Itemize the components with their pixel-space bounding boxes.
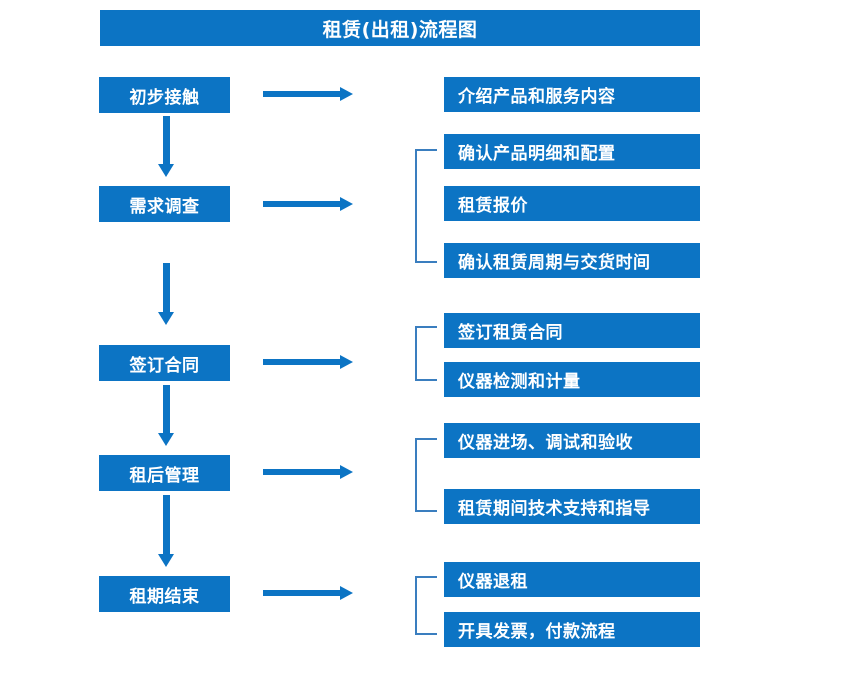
- stage-box-post-rental-management[interactable]: 租后管理: [99, 455, 230, 491]
- detail-box-instrument-inspection-metrology[interactable]: 仪器检测和计量: [444, 362, 700, 397]
- horizontal-arrow-icon-4: [263, 464, 353, 480]
- horizontal-arrow-icon-1: [263, 86, 353, 102]
- arrow-shaft: [163, 385, 170, 433]
- vertical-arrow-icon-2: [158, 263, 174, 325]
- arrow-shaft: [263, 201, 341, 207]
- detail-box-instrument-return[interactable]: 仪器退租: [444, 562, 700, 597]
- vertical-arrow-icon-1: [158, 116, 174, 177]
- stage-box-rental-end[interactable]: 租期结束: [99, 576, 230, 612]
- detail-box-confirm-product-details[interactable]: 确认产品明细和配置: [444, 134, 700, 169]
- arrow-shaft: [163, 495, 170, 554]
- stage-box-sign-contract[interactable]: 签订合同: [99, 345, 230, 381]
- arrow-shaft: [263, 590, 341, 596]
- detail-box-confirm-rental-period-delivery[interactable]: 确认租赁周期与交货时间: [444, 243, 700, 278]
- detail-box-invoice-payment-process[interactable]: 开具发票，付款流程: [444, 612, 700, 647]
- arrow-head: [158, 554, 174, 567]
- vertical-arrow-icon-3: [158, 385, 174, 446]
- arrow-head: [340, 87, 353, 101]
- arrow-shaft: [263, 469, 341, 475]
- stage-box-initial-contact[interactable]: 初步接触: [99, 77, 230, 113]
- stage-box-requirement-survey[interactable]: 需求调查: [99, 186, 230, 222]
- arrow-head: [340, 586, 353, 600]
- arrow-shaft: [163, 116, 170, 164]
- group-bracket-requirement-survey: [415, 149, 437, 263]
- detail-box-technical-support-during-rental[interactable]: 租赁期间技术支持和指导: [444, 489, 700, 524]
- flowchart-title: 租赁(出租)流程图: [100, 10, 700, 46]
- arrow-shaft: [163, 263, 170, 312]
- arrow-head: [340, 355, 353, 369]
- group-bracket-rental-end: [415, 576, 437, 635]
- horizontal-arrow-icon-2: [263, 196, 353, 212]
- arrow-shaft: [263, 359, 341, 365]
- horizontal-arrow-icon-5: [263, 585, 353, 601]
- arrow-head: [340, 465, 353, 479]
- detail-box-instrument-entry-commissioning-acceptance[interactable]: 仪器进场、调试和验收: [444, 423, 700, 458]
- vertical-arrow-icon-4: [158, 495, 174, 567]
- detail-box-sign-rental-contract[interactable]: 签订租赁合同: [444, 313, 700, 348]
- arrow-head: [158, 433, 174, 446]
- arrow-head: [158, 312, 174, 325]
- arrow-head: [340, 197, 353, 211]
- group-bracket-sign-contract: [415, 326, 437, 381]
- detail-box-introduce-products-services[interactable]: 介绍产品和服务内容: [444, 77, 700, 112]
- group-bracket-post-rental-management: [415, 438, 437, 512]
- arrow-head: [158, 164, 174, 177]
- horizontal-arrow-icon-3: [263, 354, 353, 370]
- detail-box-rental-quotation[interactable]: 租赁报价: [444, 186, 700, 221]
- arrow-shaft: [263, 91, 341, 97]
